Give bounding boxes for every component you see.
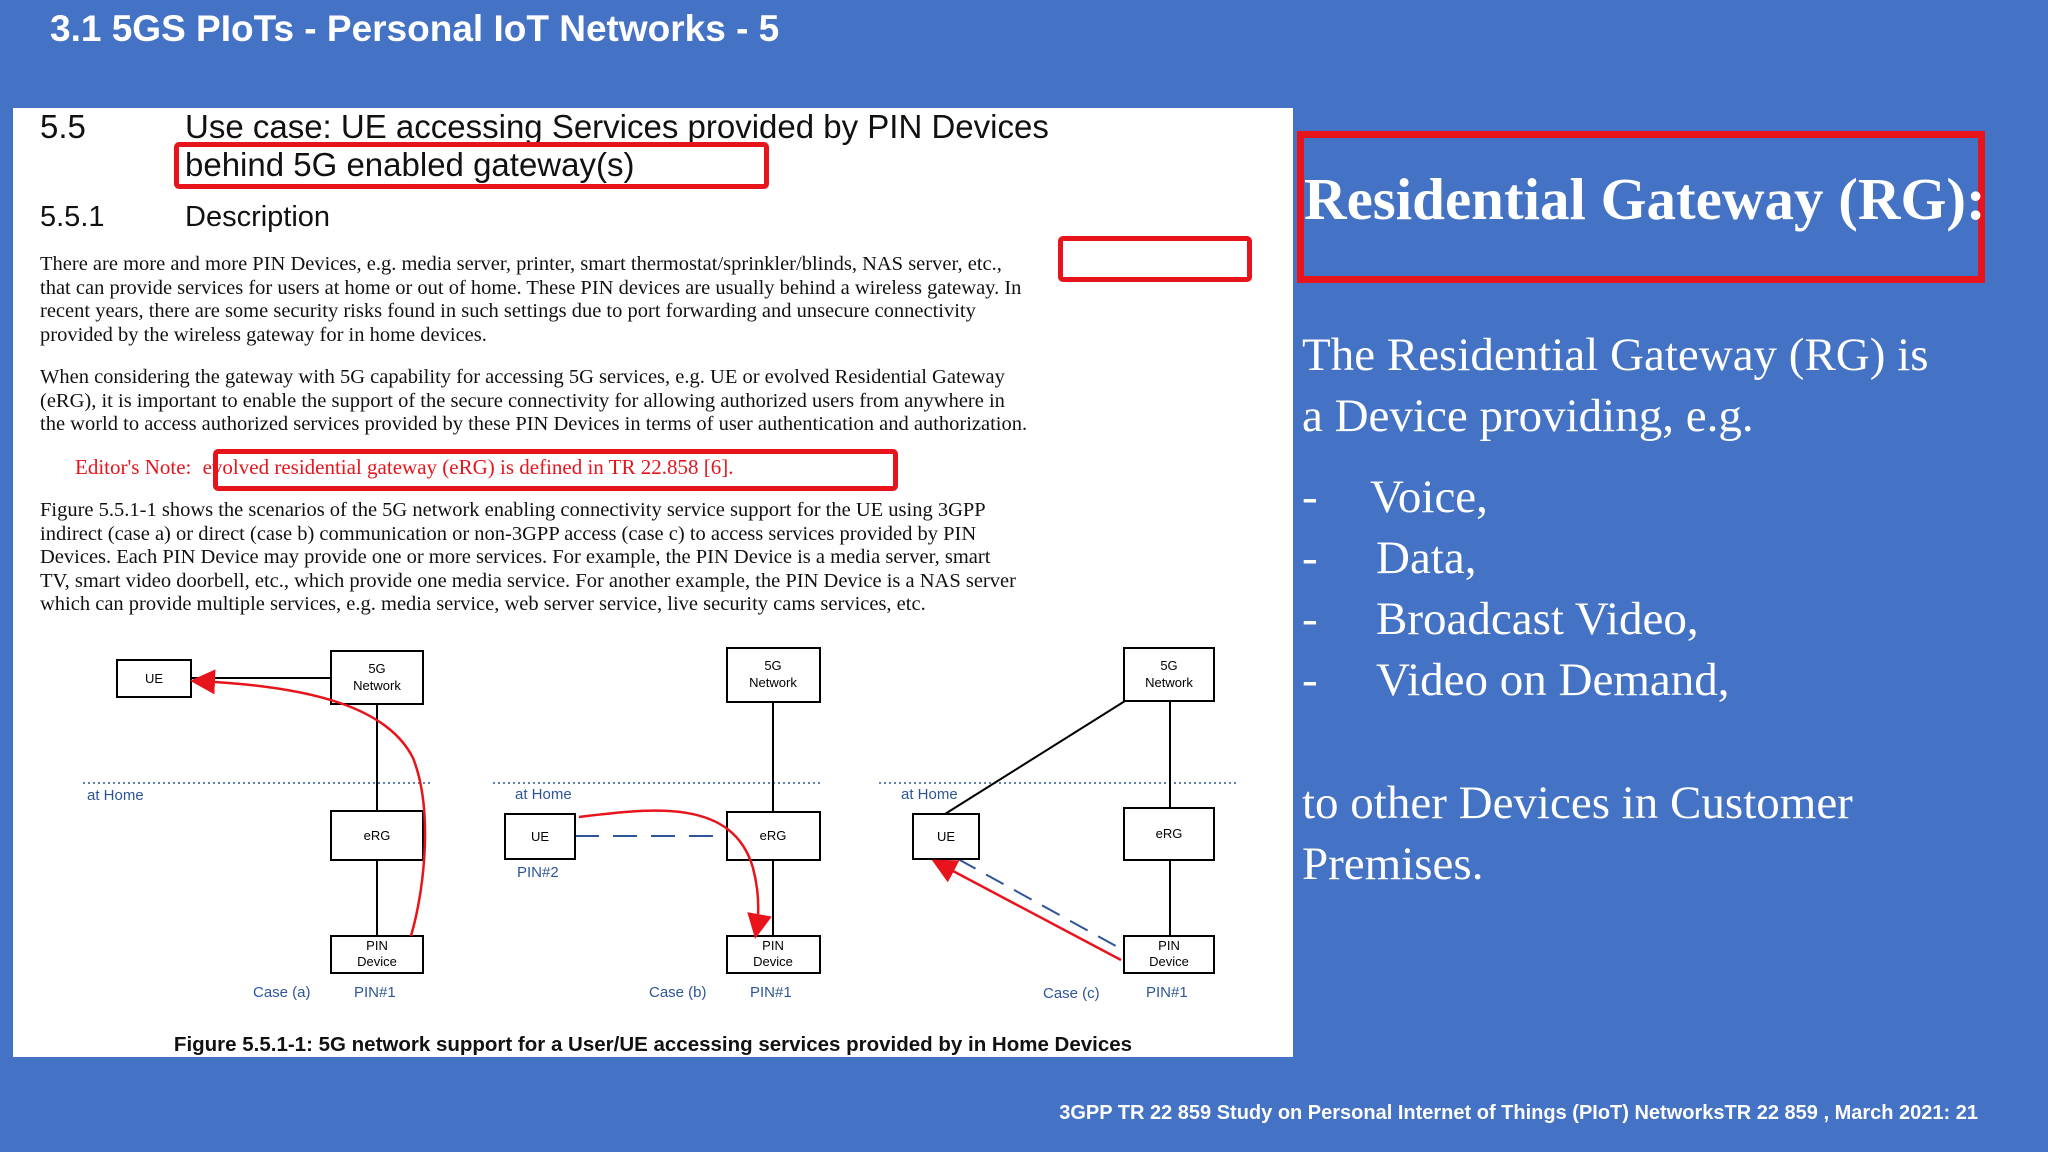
bullet-voice: Voice,	[1370, 471, 1488, 523]
paragraph-3-line: indirect (case a) or direct (case b) com…	[40, 522, 977, 545]
network-box-b	[726, 647, 821, 703]
case-b-label: Case (b)	[649, 984, 707, 1001]
pin-device-box-c	[1123, 935, 1215, 974]
slide-footer: 3GPP TR 22 859 Study on Personal Interne…	[1059, 1102, 1978, 1124]
at-home-label-c: at Home	[901, 786, 958, 803]
ue-label-b: UE	[531, 829, 549, 844]
subsection-number: 5.5.1	[40, 201, 105, 233]
pin-label-a-1: PIN	[366, 938, 388, 953]
bullet-data: Data,	[1376, 532, 1477, 584]
case-a-label: Case (a)	[253, 984, 311, 1001]
erg-box-a	[330, 810, 424, 861]
paragraph-3-line: which can provide multiple services, e.g…	[40, 593, 926, 616]
paragraph-1-line: There are more and more PIN Devices, e.g…	[40, 253, 1002, 275]
erg-label-a: eRG	[364, 828, 391, 843]
at-home-label-a: at Home	[87, 787, 144, 804]
paragraph-3-line: Figure 5.5.1-1 shows the scenarios of th…	[40, 499, 986, 521]
editor-note: Editor's Note: evolved residential gatew…	[75, 455, 734, 480]
link-ue-network-c	[944, 700, 1126, 815]
at-home-label-b: at Home	[515, 786, 572, 803]
rg-intro-line2: a Device providing, e.g.	[1302, 390, 1754, 442]
network-label-c-1: 5G	[1160, 658, 1177, 673]
editor-note-text: evolved residential gateway (eRG) is def…	[202, 455, 734, 479]
access-path-a	[190, 669, 427, 937]
bullet-broadcast-video: Broadcast Video,	[1376, 593, 1699, 645]
paragraph-1-line: recent years, there are some security ri…	[40, 300, 976, 323]
slide-title: 3.1 5GS PIoTs - Personal IoT Networks - …	[50, 8, 780, 49]
rg-intro-line1: The Residential Gateway (RG) is	[1302, 329, 1929, 381]
network-label-c-2: Network	[1145, 675, 1193, 690]
highlight-box-editor-note	[213, 449, 898, 491]
heading-highlight-box	[1297, 131, 1985, 283]
highlight-box-nas-server	[1058, 236, 1252, 282]
pin-device-box-a	[330, 935, 424, 974]
pin-label-c-1: PIN	[1158, 938, 1180, 953]
network-label-b-2: Network	[749, 675, 797, 690]
pin2-label: PIN#2	[517, 864, 559, 881]
pin-device-box-b	[726, 935, 821, 974]
paragraph-1: There are more and more PIN Devices, e.g…	[40, 253, 1290, 347]
ue-box-b	[504, 813, 576, 860]
erg-box-b	[726, 811, 821, 861]
network-label-a-1: 5G	[368, 661, 385, 676]
paragraph-2: When considering the gateway with 5G cap…	[40, 366, 1290, 437]
erg-label-c: eRG	[1156, 826, 1183, 841]
document-panel: 5.5 Use case: UE accessing Services prov…	[13, 108, 1293, 1057]
access-path-b	[578, 809, 772, 939]
rg-outro-line1: to other Devices in Customer	[1302, 777, 1853, 829]
pin1-label-b: PIN#1	[750, 984, 792, 1001]
bullet-dash: -	[1302, 654, 1318, 706]
bullet-dash: -	[1302, 593, 1318, 645]
network-box-a	[330, 650, 424, 705]
section-number: 5.5	[40, 108, 86, 145]
paragraph-3-line: TV, smart video doorbell, etc., which pr…	[40, 569, 1016, 592]
paragraph-2-line: (eRG), it is important to enable the sup…	[40, 389, 1005, 412]
pin-label-c-2: Device	[1149, 954, 1189, 969]
figure-caption: Figure 5.5.1-1: 5G network support for a…	[173, 1033, 1133, 1056]
pin1-label-a: PIN#1	[354, 984, 396, 1001]
bullet-dash: -	[1302, 532, 1318, 584]
ue-box-c	[912, 813, 980, 860]
pin-label-b-2: Device	[753, 954, 793, 969]
erg-box-c	[1123, 807, 1215, 861]
rg-heading: Residential Gateway (RG):	[1304, 166, 1986, 232]
architecture-diagram: UE 5G Network eRG PIN Device UE 5G Netwo…	[83, 647, 1239, 1002]
ue-label-c: UE	[937, 829, 955, 844]
access-path-c	[931, 859, 1122, 962]
ue-box-a	[116, 659, 192, 698]
paragraph-1-line: provided by the wireless gateway for in …	[40, 323, 487, 346]
bullet-video-on-demand: Video on Demand,	[1376, 654, 1730, 706]
pin1-label-c: PIN#1	[1146, 984, 1188, 1001]
paragraph-3-line: Devices. Each PIN Device may provide one…	[40, 546, 991, 569]
subsection-title: Description	[185, 201, 331, 233]
ue-label-a: UE	[145, 671, 163, 686]
highlight-box-gateway	[174, 142, 769, 189]
pin-label-b-1: PIN	[762, 938, 784, 953]
section-title-line2: behind 5G enabled gateway(s)	[185, 146, 635, 183]
network-label-a-2: Network	[353, 678, 401, 693]
erg-label-b: eRG	[760, 828, 787, 843]
bullet-dash: -	[1302, 471, 1318, 523]
case-c-label: Case (c)	[1043, 985, 1100, 1002]
editor-note-label: Editor's Note:	[75, 455, 192, 479]
paragraph-3: Figure 5.5.1-1 shows the scenarios of th…	[40, 499, 1290, 617]
section-title-line1: Use case: UE accessing Services provided…	[185, 108, 1049, 145]
link-ue-pin-c	[957, 858, 1124, 951]
paragraph-1-line: that can provide services for users at h…	[40, 276, 1022, 299]
paragraph-2-line: the world to access authorized services …	[40, 413, 1028, 436]
pin-label-a-2: Device	[357, 954, 397, 969]
rg-outro-line2: Premises.	[1302, 838, 1484, 890]
network-label-b-1: 5G	[764, 658, 781, 673]
paragraph-2-line: When considering the gateway with 5G cap…	[40, 366, 1005, 388]
network-box-c	[1123, 647, 1215, 702]
